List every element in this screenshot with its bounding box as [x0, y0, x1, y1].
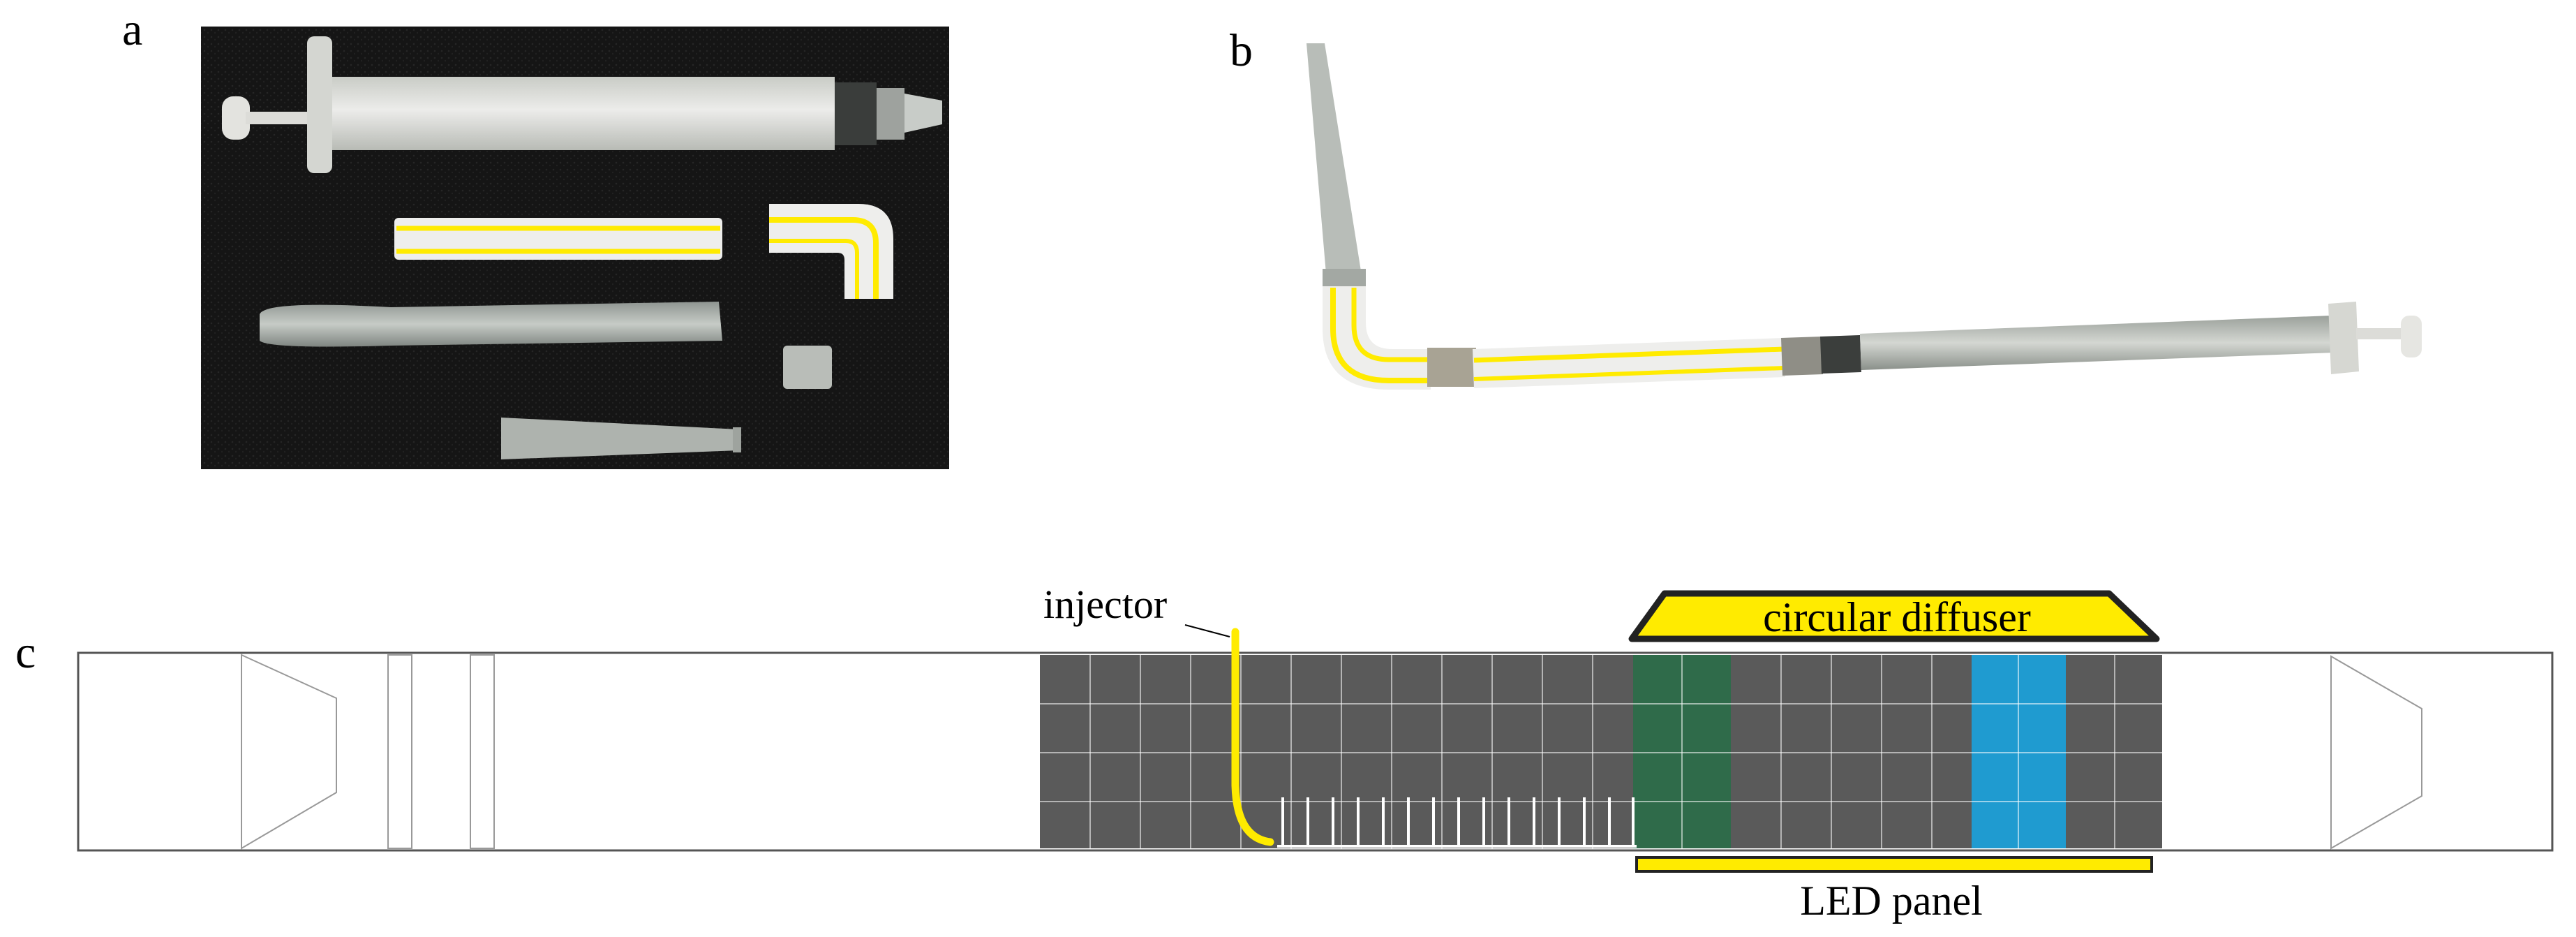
outlet-contraction	[2330, 655, 2422, 850]
elbow-tube-icon	[769, 204, 893, 299]
flow-screen	[470, 654, 495, 849]
panel-label-a: a	[122, 4, 143, 55]
panel-b-assembly	[1306, 43, 2422, 390]
syringe-icon	[222, 36, 942, 173]
tube-icon	[1473, 338, 1785, 388]
panel-a-photo	[201, 27, 949, 469]
panel-c-schematic: injector circular diffuser LED panel	[77, 582, 2554, 924]
circular-diffuser	[1628, 590, 2160, 642]
elbow-tube-icon	[1323, 286, 1431, 390]
roughness-elements	[1277, 797, 1637, 848]
inlet-contraction	[241, 654, 337, 850]
test-section-grid	[1040, 655, 2162, 848]
panel-label-b: b	[1230, 25, 1253, 76]
injector-label: injector	[1043, 582, 1167, 627]
led-panel-label: LED panel	[1800, 878, 1983, 924]
panel-label-c: c	[15, 627, 36, 678]
syringe-icon	[1781, 302, 2422, 376]
nozzle-tip-icon	[1306, 43, 1361, 274]
connector-sleeve-icon	[783, 346, 832, 389]
injector-leader	[1184, 624, 1230, 637]
led-panel	[1635, 856, 2153, 873]
connector-sleeve-icon	[1427, 348, 1476, 387]
tube-icon	[394, 218, 722, 260]
clear-tube-icon	[260, 302, 722, 347]
diffuser-label: circular diffuser	[1763, 594, 2031, 640]
nozzle-tip-icon	[501, 418, 741, 459]
injector-line	[1231, 628, 1274, 846]
flow-screen	[387, 654, 412, 849]
